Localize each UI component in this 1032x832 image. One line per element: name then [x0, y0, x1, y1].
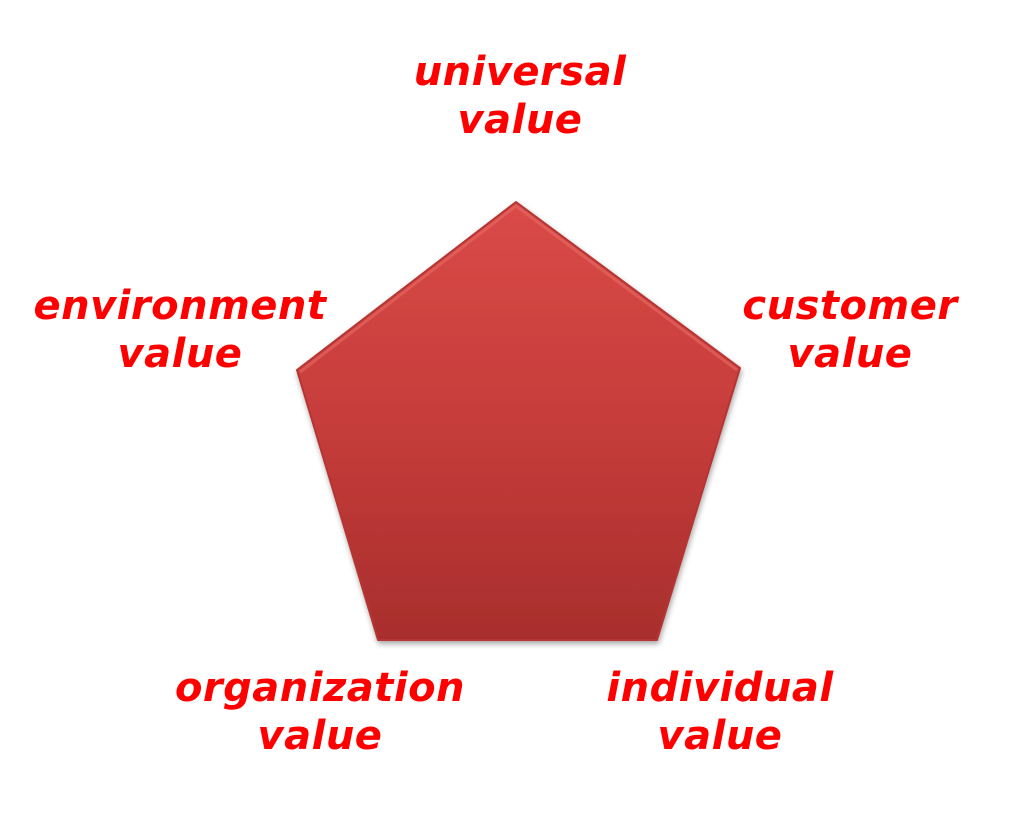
label-line: value: [457, 97, 583, 143]
label-line: value: [787, 331, 913, 377]
label-line: value: [657, 713, 783, 759]
label-line: individual: [606, 665, 834, 711]
label-line: universal: [413, 49, 627, 95]
label-line: value: [257, 713, 383, 759]
label-environment-value: environment value: [10, 282, 350, 378]
label-organization-value: organization value: [150, 664, 490, 760]
label-customer-value: customer value: [730, 282, 970, 378]
label-line: organization: [174, 665, 466, 711]
label-line: customer: [742, 283, 958, 329]
label-line: environment: [33, 283, 327, 329]
label-universal-value: universal value: [400, 48, 640, 144]
label-line: value: [117, 331, 243, 377]
label-individual-value: individual value: [590, 664, 850, 760]
